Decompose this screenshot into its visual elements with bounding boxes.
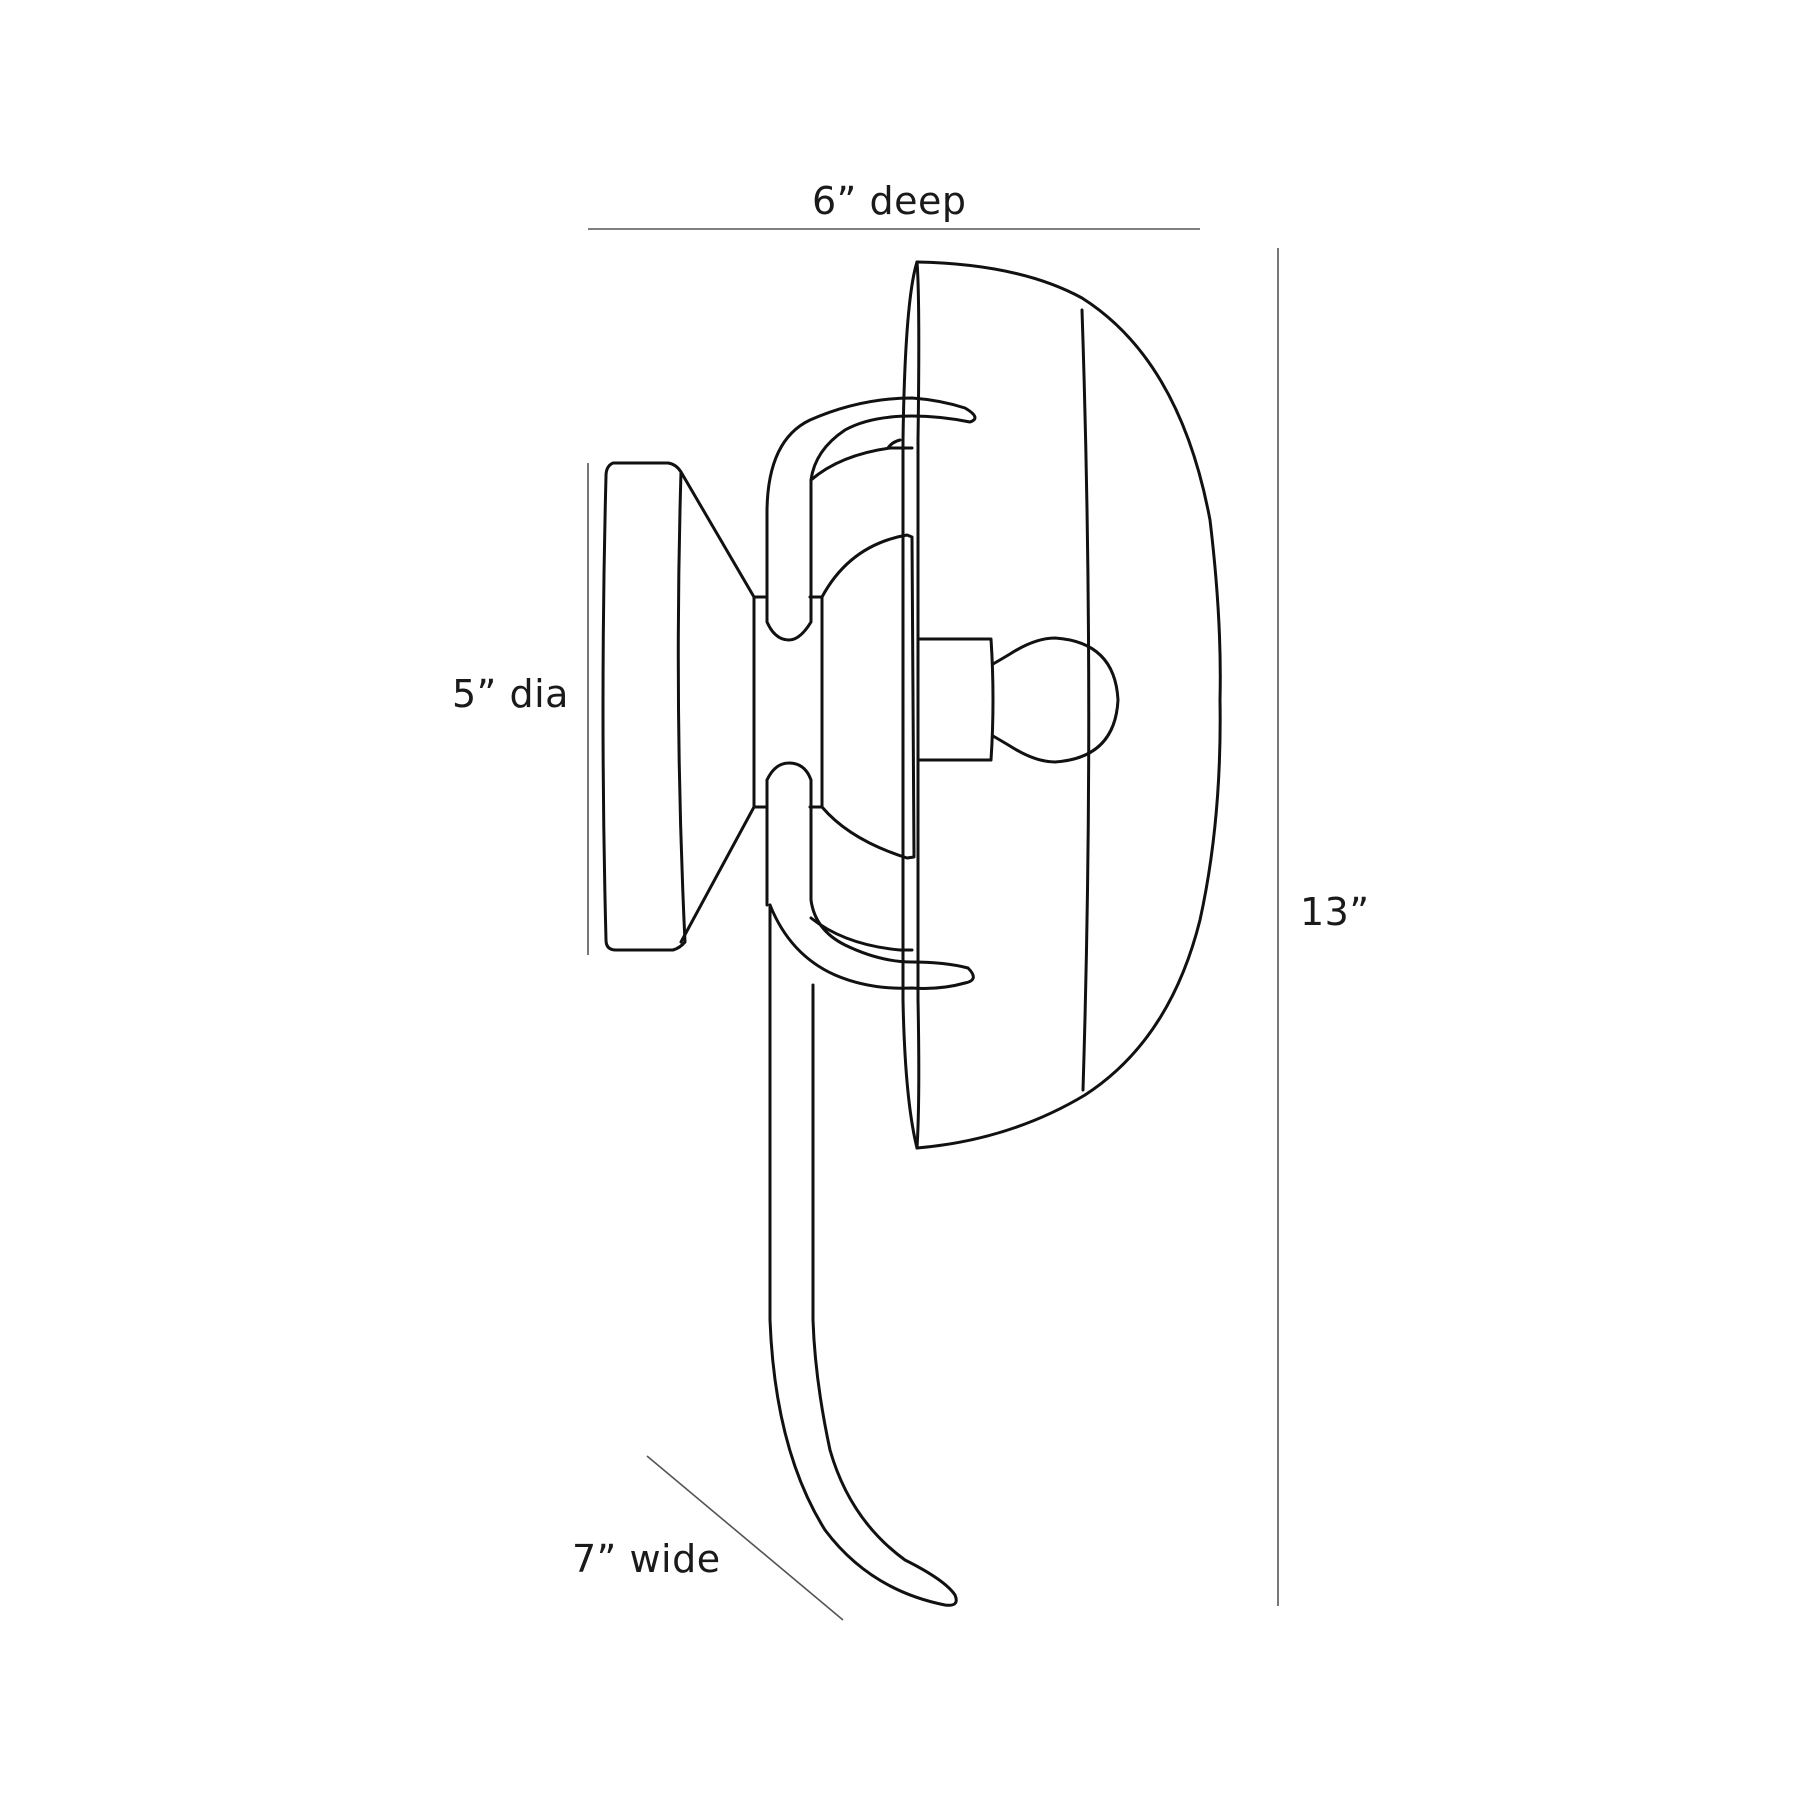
backplate-diameter-label: 5” dia — [452, 672, 569, 716]
height-label: 13” — [1300, 890, 1370, 934]
depth-label: 6” deep — [812, 179, 967, 223]
arm — [765, 396, 977, 1607]
mounting-collar — [752, 533, 916, 860]
bulb — [991, 636, 1120, 764]
dimension-lines — [587, 228, 1279, 1621]
width-label: 7” wide — [572, 1537, 721, 1581]
backplate — [601, 461, 756, 952]
socket — [916, 637, 995, 762]
width-dimension-line — [646, 1455, 844, 1621]
shade — [901, 260, 1222, 1150]
